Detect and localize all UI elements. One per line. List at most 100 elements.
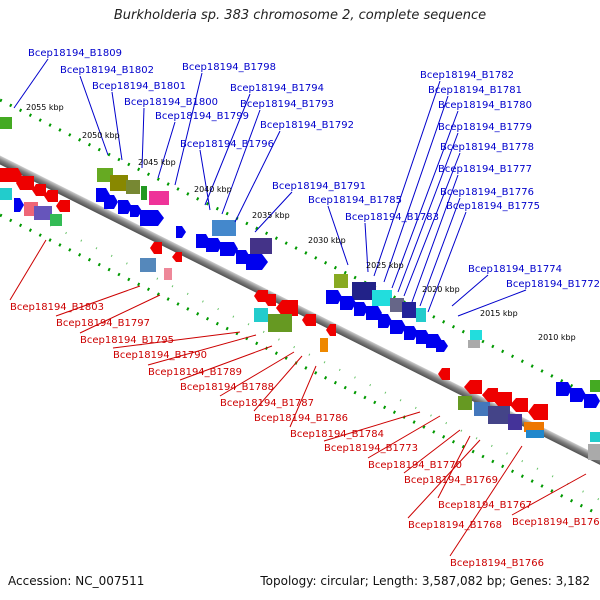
leader-line [254,191,293,233]
gene-label[interactable]: Bcep18194_B1775 [446,201,540,212]
topology-summary: Topology: circular; Length: 3,587,082 bp… [260,574,590,588]
scale-label: 2010 kbp [538,333,576,342]
leader-line [323,411,421,442]
gene-label[interactable]: Bcep18194_B1783 [345,212,439,223]
gene-label[interactable]: Bcep18194_B1787 [220,398,314,409]
gene-label[interactable]: Bcep18194_B1797 [56,318,150,329]
gene-label[interactable]: Bcep18194_B1773 [324,443,418,454]
gene-arrow-reverse [510,398,528,412]
accession-text: Accession: NC_007511 [8,574,145,588]
gene-label[interactable]: Bcep18194_B1784 [290,429,384,440]
leader-line [55,285,141,317]
gene-label[interactable]: Bcep18194_B1809 [28,48,122,59]
gene-label[interactable]: Bcep18194_B1789 [148,367,242,378]
gene-label[interactable]: Bcep18194_B1780 [438,100,532,111]
gene-track [0,117,600,460]
gene-label[interactable]: Bcep18194_B1801 [92,81,186,92]
gene-arrow-forward [246,254,268,270]
gene-arrow-reverse [276,300,298,316]
gene-label[interactable]: Bcep18194_B1799 [155,111,249,122]
gene-label[interactable]: Bcep18194_B1800 [124,97,218,108]
gene-label[interactable]: Bcep18194_B1777 [438,164,532,175]
label-leaders [9,58,587,557]
gene-label[interactable]: Bcep18194_B1788 [180,382,274,393]
gene-arrow-reverse [56,200,70,212]
gene-block [212,220,236,236]
gene-block [488,406,510,424]
leader-line [112,331,241,349]
gene-block [526,430,544,438]
gene-block [590,432,600,442]
gene-arrow-forward [584,394,600,408]
leader-line [449,445,523,557]
scale-label: 2045 kbp [138,158,176,167]
gene-block [524,422,544,432]
gene-label[interactable]: Bcep18194_B1779 [438,122,532,133]
gene-arrow-reverse [0,168,22,182]
scale-label: 2020 kbp [422,285,460,294]
gene-arrow-forward [326,290,342,304]
gene-block [320,338,328,352]
leader-line [79,294,161,334]
gene-arrow-reverse [32,184,46,196]
gene-label[interactable]: Bcep18194_B1785 [308,195,402,206]
gene-arrow-forward [176,226,186,238]
gene-arrow-reverse [254,290,268,302]
gene-label[interactable]: Bcep18194_B1803 [10,302,104,313]
gene-block [34,206,52,220]
gene-block [268,314,292,332]
gene-label[interactable]: Bcep18194_B1796 [180,139,274,150]
gene-arrow-forward [220,242,238,256]
leader-line [174,72,203,186]
gene-block [254,308,268,322]
gene-block [141,186,147,200]
gene-label[interactable]: Bcep18194_B1793 [240,99,334,110]
gene-label[interactable]: Bcep18194_B1781 [428,85,522,96]
gene-label[interactable]: Bcep18194_B1794 [230,83,324,94]
gene-label[interactable]: Bcep18194_B1778 [440,142,534,153]
gene-label[interactable]: Bcep18194_B1762 [512,517,600,528]
gene-label[interactable]: Bcep18194_B1802 [60,65,154,76]
gene-label[interactable]: Bcep18194_B1782 [420,70,514,81]
gene-arrow-forward [378,314,392,328]
leader-line [364,222,369,273]
gene-label[interactable]: Bcep18194_B1769 [404,475,498,486]
gene-block [590,380,600,392]
gene-label[interactable]: Bcep18194_B1774 [468,264,562,275]
gene-label[interactable]: Bcep18194_B1767 [438,500,532,511]
gene-arrow-forward [104,195,118,209]
gene-label[interactable]: Bcep18194_B1792 [260,120,354,131]
gene-block [402,302,416,318]
gene-label[interactable]: Bcep18194_B1791 [272,181,366,192]
leader-line [219,351,295,397]
leader-line [199,149,211,211]
gene-label[interactable]: Bcep18194_B1776 [440,187,534,198]
gene-block [164,268,172,280]
gene-block [458,396,472,410]
leader-line [157,121,176,179]
leader-line [403,429,461,474]
gene-arrow-forward [404,326,418,340]
gene-arrow-reverse [16,176,34,190]
gene-label[interactable]: Bcep18194_B1766 [450,558,544,569]
gene-block [140,258,156,272]
leader-line [437,435,471,499]
gene-label[interactable]: Bcep18194_B1790 [113,350,207,361]
gene-block [250,238,272,254]
gene-label[interactable]: Bcep18194_B1798 [182,62,276,73]
gene-label[interactable]: Bcep18194_B1795 [80,335,174,346]
leader-line [253,355,303,412]
gene-label[interactable]: Bcep18194_B1786 [254,413,348,424]
gene-arrow-forward [570,388,586,402]
leader-line [13,58,49,109]
gene-arrow-reverse [464,380,482,394]
gene-label[interactable]: Bcep18194_B1768 [408,520,502,531]
gene-label[interactable]: Bcep18194_B1772 [506,279,600,290]
scale-label: 2055 kbp [26,103,64,112]
leader-line [427,211,467,313]
gene-label[interactable]: Bcep18194_B1770 [368,460,462,471]
leader-line [327,205,349,266]
leader-line [391,110,459,289]
